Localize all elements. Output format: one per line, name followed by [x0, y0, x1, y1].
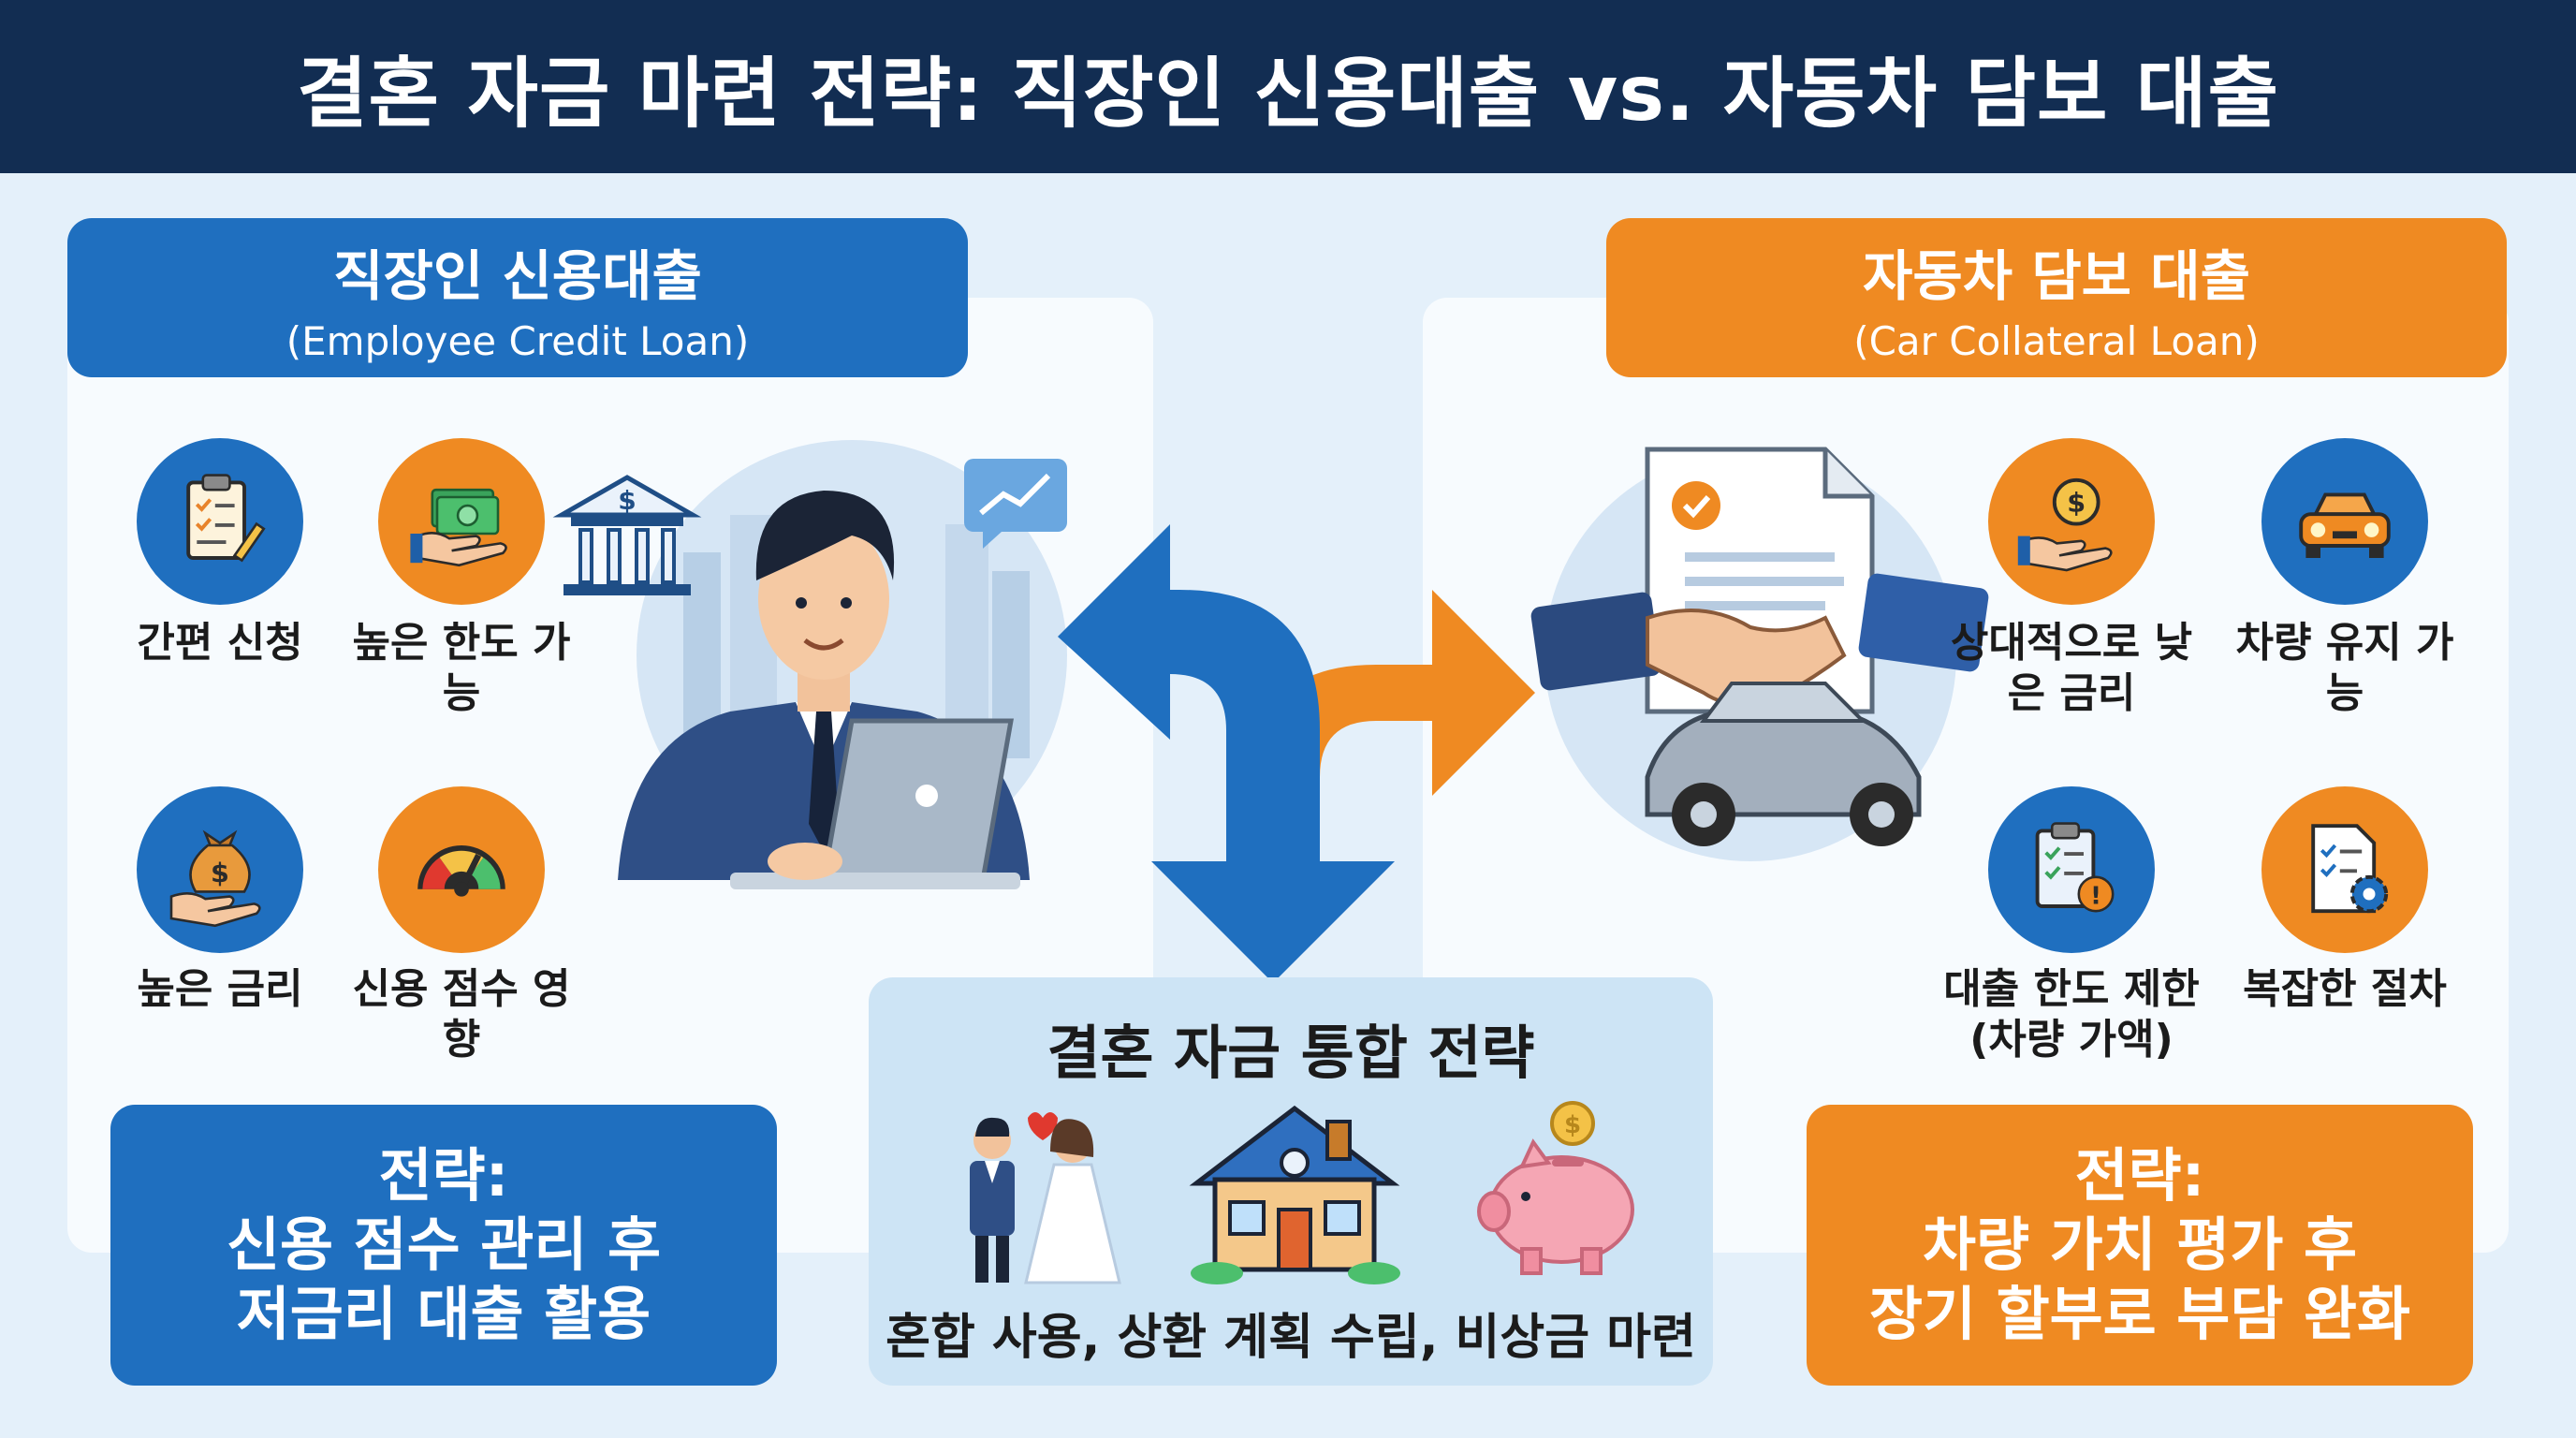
document-gear-icon — [2261, 786, 2428, 953]
right-item-label-2: 차량 유지 가능 — [2235, 619, 2454, 717]
right-banner-subtitle: (Car Collateral Loan) — [1853, 317, 2260, 364]
gauge-icon — [378, 786, 545, 953]
checklist-warning-icon: ! — [1988, 786, 2155, 953]
coin-hand-icon: $ — [1988, 438, 2155, 605]
left-strategy-line-2: 저금리 대출 활용 — [236, 1280, 651, 1348]
wedding-couple-icon — [970, 1112, 1121, 1284]
right-item-label-1: 상대적으로 낮은 금리 — [1950, 619, 2193, 717]
clipboard-icon — [137, 438, 303, 605]
right-strategy-line-2: 장기 할부로 부담 완화 — [1868, 1280, 2411, 1348]
money-hand-icon — [378, 438, 545, 605]
left-banner: 직장인 신용대출 (Employee Credit Loan) — [67, 218, 968, 377]
chart-bubble-icon — [964, 459, 1067, 549]
right-banner-title: 자동차 담보 대출 — [1863, 243, 2250, 308]
page-title: 결혼 자금 마련 전략: 직장인 신용대출 vs. 자동차 담보 대출 — [297, 50, 2279, 139]
businessman-laptop-illustration: $ — [552, 440, 1067, 889]
left-item-label-1: 간편 신청 — [137, 619, 303, 667]
right-strategy-box: 전략: 차량 가치 평가 후 장기 할부로 부담 완화 — [1807, 1105, 2473, 1386]
right-banner: 자동차 담보 대출 (Car Collateral Loan) — [1606, 218, 2507, 377]
left-strategy-box: 전략: 신용 점수 관리 후 저금리 대출 활용 — [110, 1105, 777, 1386]
piggy-bank-icon: $ — [1477, 1101, 1634, 1275]
center-caption: 혼합 사용, 상환 계획 수립, 비상금 마련 — [886, 1310, 1696, 1366]
center-strategy-box: 결혼 자금 통합 전략 $ 혼합 사용, 상환 계획 수립, 비상금 마련 — [869, 977, 1713, 1386]
money-bag-icon: $ — [137, 786, 303, 953]
handshake-car-illustration — [1530, 447, 1989, 861]
left-item-label-3: 높은 금리 — [137, 965, 303, 1013]
header-bar: 결혼 자금 마련 전략: 직장인 신용대출 vs. 자동차 담보 대출 — [0, 0, 2576, 173]
left-item-label-4: 신용 점수 영향 — [352, 965, 571, 1064]
right-strategy-heading: 전략: — [2074, 1141, 2205, 1210]
car-icon — [2261, 438, 2428, 605]
split-arrows-graphic — [1058, 524, 1535, 983]
left-item-label-2: 높은 한도 가능 — [352, 619, 571, 717]
right-item-label-3: 대출 한도 제한 (차량 가액) — [1943, 965, 2200, 1064]
right-strategy-line-1: 차량 가치 평가 후 — [1922, 1211, 2358, 1279]
left-strategy-line-1: 신용 점수 관리 후 — [226, 1211, 662, 1279]
left-strategy-heading: 전략: — [378, 1141, 509, 1210]
house-icon — [1189, 1105, 1400, 1284]
svg-text:$: $ — [1564, 1111, 1581, 1139]
center-title: 결혼 자금 통합 전략 — [1046, 1019, 1535, 1087]
left-banner-title: 직장인 신용대출 — [333, 243, 702, 308]
svg-text:!: ! — [2090, 882, 2101, 910]
svg-text:$: $ — [618, 485, 636, 516]
left-banner-subtitle: (Employee Credit Loan) — [285, 317, 750, 364]
bank-icon: $ — [552, 475, 702, 595]
svg-text:$: $ — [211, 857, 229, 888]
right-item-label-4: 복잡한 절차 — [2243, 965, 2447, 1013]
svg-text:$: $ — [2067, 487, 2086, 519]
